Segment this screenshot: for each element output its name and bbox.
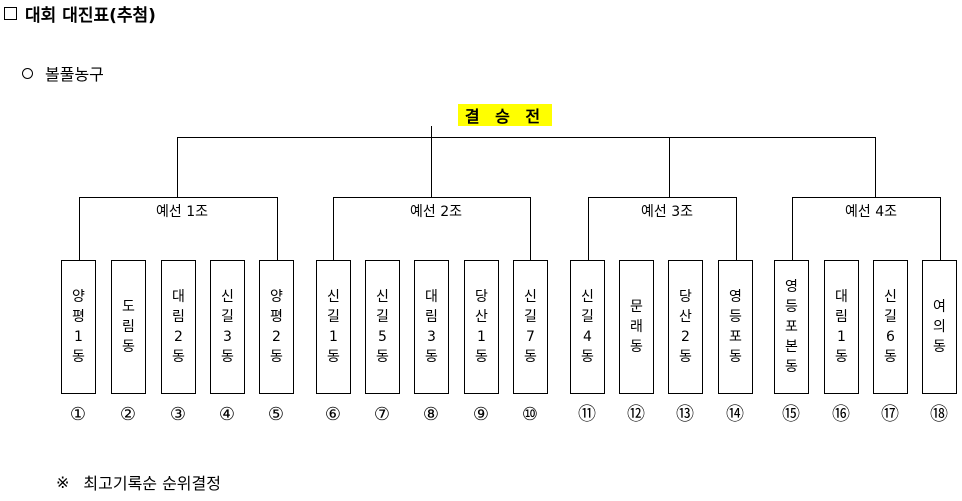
team-box: 당산2동	[668, 260, 703, 394]
team-box: 신길5동	[365, 260, 400, 394]
group-label-3: 예선 3조	[612, 202, 722, 222]
seed-number: ⑩	[521, 404, 539, 425]
seed-number: ⑥	[324, 404, 342, 425]
seed-number: ③	[169, 404, 187, 425]
seed-number: ⑧	[422, 404, 440, 425]
event-subtitle: 볼풀농구	[22, 62, 104, 84]
seed-number: ④	[218, 404, 236, 425]
page-title-text: 대회 대진표(추첨)	[25, 5, 156, 26]
reference-mark: ※	[56, 472, 70, 492]
team-box: 신길3동	[210, 260, 245, 394]
team-name: 당산1동	[475, 289, 488, 365]
seed-number: ⑦	[373, 404, 391, 425]
group-label-4: 예선 4조	[816, 202, 926, 222]
seed-number: ⑪	[578, 404, 596, 425]
team-box: 대림1동	[824, 260, 859, 394]
team-name: 양평2동	[270, 289, 283, 365]
team-box: 영등포동	[718, 260, 753, 394]
team-box: 여의동	[922, 260, 957, 394]
team-box: 신길4동	[570, 260, 605, 394]
seed-number: ⑨	[472, 404, 490, 425]
team-name: 문래동	[630, 299, 643, 355]
team-box: 대림3동	[414, 260, 449, 394]
team-name: 도림동	[122, 299, 135, 355]
checkbox-icon	[4, 6, 17, 20]
team-name: 영등포본동	[785, 279, 798, 375]
team-name: 당산2동	[679, 289, 692, 365]
seed-number: ①	[69, 404, 87, 425]
seed-number: ②	[119, 404, 137, 425]
team-box: 도림동	[111, 260, 146, 394]
team-name: 대림3동	[425, 289, 438, 365]
seed-number: ⑫	[627, 404, 645, 425]
event-name: 볼풀농구	[45, 65, 104, 84]
group-label-2: 예선 2조	[381, 202, 491, 222]
team-name: 영등포동	[729, 289, 742, 365]
team-name: 대림1동	[835, 289, 848, 365]
final-label: 결 승 전	[458, 104, 552, 126]
team-name: 대림2동	[172, 289, 185, 365]
seed-number: ⑰	[881, 404, 899, 425]
group3-bracket	[588, 197, 737, 260]
team-box: 문래동	[619, 260, 654, 394]
team-name: 여의동	[933, 299, 946, 355]
group2-bracket	[333, 197, 531, 260]
team-box: 양평1동	[61, 260, 96, 394]
team-box: 당산1동	[464, 260, 499, 394]
seed-number: ⑤	[267, 404, 285, 425]
seed-number: ⑬	[676, 404, 694, 425]
team-name: 신길6동	[884, 289, 897, 365]
group1-bracket	[79, 197, 278, 260]
team-name: 신길3동	[221, 289, 234, 365]
footnote-text: 최고기록순 순위결정	[83, 474, 221, 493]
team-name: 신길4동	[581, 289, 594, 365]
team-name: 양평1동	[72, 289, 85, 365]
seed-number: ⑭	[726, 404, 744, 425]
team-box: 대림2동	[161, 260, 196, 394]
team-box: 신길7동	[513, 260, 548, 394]
seed-number: ⑱	[930, 404, 948, 425]
team-box: 양평2동	[259, 260, 294, 394]
team-box: 영등포본동	[774, 260, 809, 394]
group4-bracket	[792, 197, 941, 260]
footnote: ※ 최고기록순 순위결정	[56, 471, 221, 494]
team-name: 신길7동	[524, 289, 537, 365]
team-name: 신길5동	[376, 289, 389, 365]
page-title: 대회 대진표(추첨)	[4, 2, 156, 26]
team-name: 신길1동	[327, 289, 340, 365]
group-label-1: 예선 1조	[127, 202, 237, 222]
seed-number: ⑯	[832, 404, 850, 425]
seed-number: ⑮	[782, 404, 800, 425]
team-box: 신길6동	[873, 260, 908, 394]
team-box: 신길1동	[316, 260, 351, 394]
circle-bullet-icon	[22, 67, 33, 79]
